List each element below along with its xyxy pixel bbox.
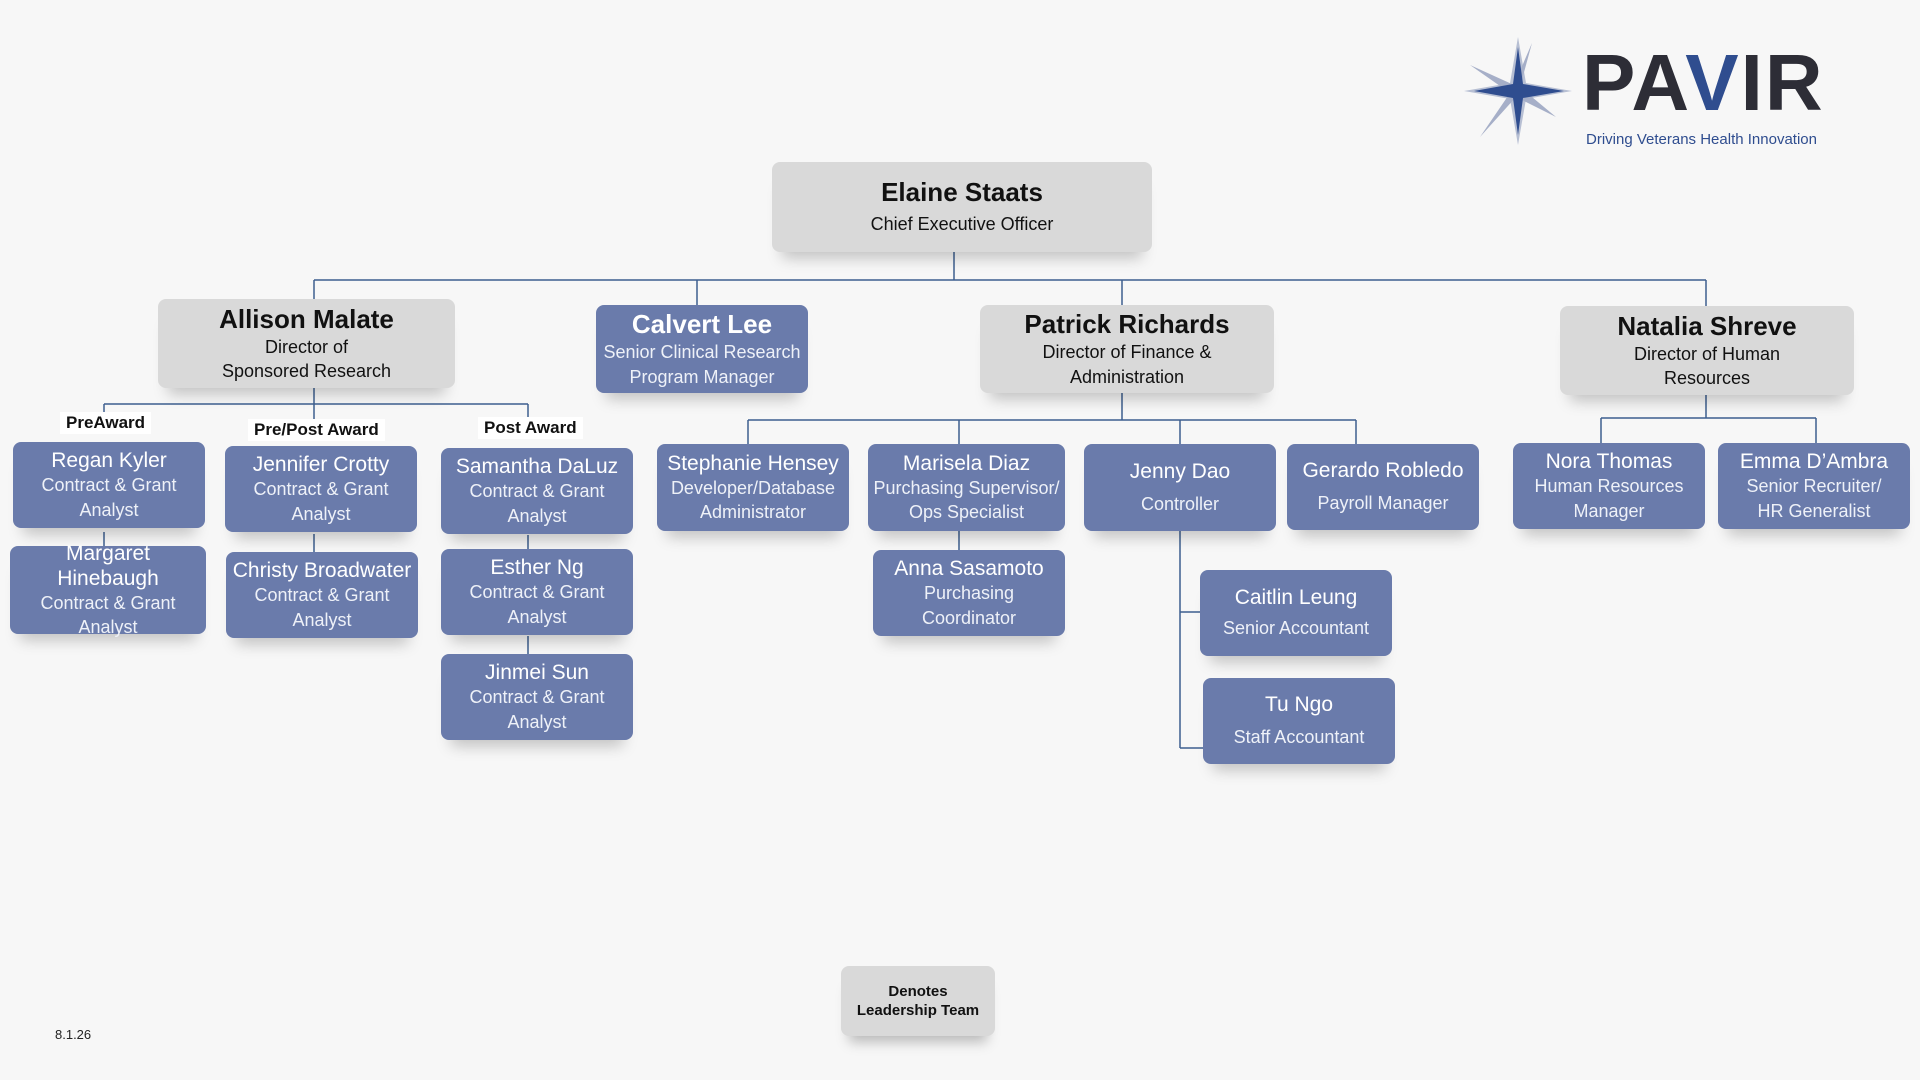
star-logo-icon	[1464, 37, 1572, 145]
leader-title: Director of Human Resources	[1633, 343, 1781, 389]
staff-title: Contract & Grant Analyst	[254, 585, 390, 630]
staff-regan-kyler: Regan Kyler Contract & Grant Analyst	[13, 442, 205, 528]
staff-name: Gerardo Robledo	[1302, 459, 1464, 483]
staff-title: Senior Recruiter/ HR Generalist	[1746, 476, 1882, 521]
staff-name: Anna Sasamoto	[894, 557, 1044, 581]
staff-christy-broadwater: Christy Broadwater Contract & Grant Anal…	[226, 552, 418, 638]
leader-title: Director of Finance & Administration	[1042, 342, 1212, 387]
staff-name: Jenny Dao	[1129, 459, 1231, 483]
staff-title: Staff Accountant	[1233, 727, 1365, 748]
leader-title: Director of Sponsored Research	[221, 336, 392, 382]
staff-title: Contract & Grant Analyst	[469, 687, 605, 732]
staff-nora-thomas: Nora Thomas Human Resources Manager	[1513, 443, 1705, 529]
staff-name: Christy Broadwater	[232, 559, 412, 583]
staff-name: Tu Ngo	[1264, 693, 1334, 717]
staff-jenny-dao: Jenny Dao Controller	[1084, 444, 1276, 531]
staff-title: Senior Accountant	[1222, 618, 1370, 639]
staff-title: Contract & Grant Analyst	[41, 475, 177, 520]
staff-name: Jinmei Sun	[485, 661, 589, 685]
staff-name: Esther Ng	[490, 556, 584, 580]
legend-leadership-team: Denotes Leadership Team	[841, 966, 995, 1036]
legend-line-1: Denotes	[888, 982, 948, 1000]
staff-emma-dambra: Emma D’Ambra Senior Recruiter/ HR Genera…	[1718, 443, 1910, 529]
staff-title: Contract & Grant Analyst	[469, 582, 605, 627]
leader-allison-malate: Allison Malate Director of Sponsored Res…	[158, 299, 455, 388]
section-label-post-award: Post Award	[478, 417, 583, 439]
staff-esther-ng: Esther Ng Contract & Grant Analyst	[441, 549, 633, 635]
ceo-box: Elaine Staats Chief Executive Officer	[772, 162, 1152, 252]
staff-title: Controller	[1140, 493, 1220, 514]
section-label-preaward: PreAward	[60, 412, 152, 434]
ceo-title: Chief Executive Officer	[870, 214, 1054, 235]
staff-title: Developer/Database Administrator	[670, 477, 836, 523]
section-label-pre-post-award: Pre/Post Award	[248, 419, 385, 441]
staff-title: Contract & Grant Analyst	[40, 592, 176, 638]
staff-anna-sasamoto: Anna Sasamoto Purchasing Coordinator	[873, 550, 1065, 636]
staff-name: Caitlin Leung	[1234, 586, 1358, 610]
staff-name: Margaret Hinebaugh	[57, 541, 159, 590]
staff-stephanie-hensey: Stephanie Hensey Developer/Database Admi…	[657, 444, 849, 531]
ceo-name: Elaine Staats	[881, 177, 1043, 208]
staff-jinmei-sun: Jinmei Sun Contract & Grant Analyst	[441, 654, 633, 740]
logo-wordmark: PAVIR	[1582, 38, 1825, 127]
leader-name: Calvert Lee	[631, 309, 773, 340]
staff-name: Regan Kyler	[51, 449, 167, 473]
legend-line-2: Leadership Team	[856, 1002, 980, 1019]
staff-name: Marisela Diaz	[902, 451, 1031, 475]
leader-title: Senior Clinical Research Program Manager	[603, 342, 801, 387]
logo-tagline: Driving Veterans Health Innovation	[1586, 131, 1817, 148]
staff-title: Human Resources Manager	[1534, 476, 1684, 521]
staff-title: Contract & Grant Analyst	[253, 479, 389, 524]
leader-natalia-shreve: Natalia Shreve Director of Human Resourc…	[1560, 306, 1854, 395]
staff-title: Contract & Grant Analyst	[469, 481, 605, 526]
staff-caitlin-leung: Caitlin Leung Senior Accountant	[1200, 570, 1392, 656]
staff-name: Nora Thomas	[1545, 450, 1673, 474]
staff-title: Payroll Manager	[1317, 493, 1449, 514]
version-label: 8.1.26	[55, 1027, 92, 1042]
staff-margaret-hinebaugh: Margaret Hinebaugh Contract & Grant Anal…	[10, 542, 206, 637]
leader-name: Natalia Shreve	[1617, 310, 1797, 341]
leader-patrick-richards: Patrick Richards Director of Finance & A…	[980, 305, 1274, 393]
staff-gerardo-robledo: Gerardo Robledo Payroll Manager	[1287, 444, 1479, 530]
staff-samantha-daluz: Samantha DaLuz Contract & Grant Analyst	[441, 448, 633, 534]
staff-jennifer-crotty: Jennifer Crotty Contract & Grant Analyst	[225, 446, 417, 532]
staff-title: Purchasing Coordinator	[921, 583, 1017, 628]
staff-name: Emma D’Ambra	[1739, 450, 1889, 474]
pavir-logo: PAVIR Driving Veterans Health Innovation	[1460, 35, 1823, 150]
staff-name: Samantha DaLuz	[455, 455, 619, 479]
leader-calvert-lee: Calvert Lee Senior Clinical Research Pro…	[596, 305, 808, 393]
staff-marisela-diaz: Marisela Diaz Purchasing Supervisor/ Ops…	[868, 444, 1065, 531]
staff-name: Stephanie Hensey	[667, 451, 839, 475]
staff-name: Jennifer Crotty	[252, 453, 390, 477]
staff-title: Purchasing Supervisor/ Ops Specialist	[873, 477, 1060, 523]
leader-name: Patrick Richards	[1024, 309, 1230, 340]
leader-name: Allison Malate	[219, 303, 394, 334]
staff-tu-ngo: Tu Ngo Staff Accountant	[1203, 678, 1395, 764]
